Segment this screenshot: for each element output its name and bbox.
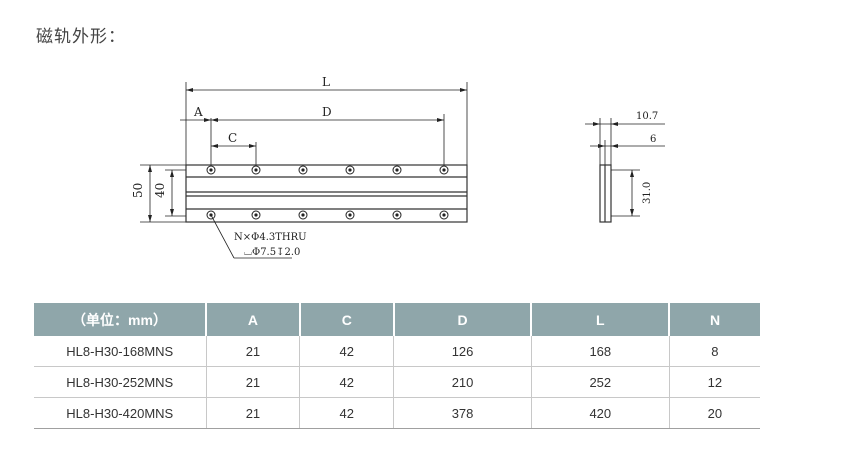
table-row: HL8-H30-252MNS 21 42 210 252 12 bbox=[34, 366, 760, 398]
value-cell-L: 168 bbox=[531, 336, 670, 367]
section-title: 磁轨外形： bbox=[36, 27, 126, 47]
value-cell-N: 8 bbox=[669, 336, 760, 367]
dim-label-50: 50 bbox=[131, 183, 145, 198]
side-dim-label-10-7: 10.7 bbox=[636, 111, 658, 122]
rail-body bbox=[185, 164, 468, 223]
value-cell-N: 12 bbox=[669, 366, 760, 398]
dim-label-A: A bbox=[193, 105, 203, 119]
model-cell: HL8-H30-168MNS bbox=[34, 336, 207, 367]
rail-side-view bbox=[599, 164, 612, 223]
spec-table-header-row: （单位：mm） A C D L N bbox=[34, 303, 760, 336]
hole-note-line1: N×Φ4.3THRU bbox=[234, 232, 307, 243]
table-row: HL8-H30-168MNS 21 42 126 168 8 bbox=[34, 336, 760, 367]
side-dim-label-31: 31.0 bbox=[642, 182, 653, 204]
value-cell-D: 210 bbox=[393, 366, 532, 398]
rail-outline-drawing: L D A C 50 40 N×Φ4.3THRU ⌴Φ7.5↧2.0 10.7 … bbox=[131, 75, 665, 259]
model-cell: HL8-H30-252MNS bbox=[34, 366, 207, 398]
value-cell-C: 42 bbox=[299, 397, 395, 429]
value-cell-D: 378 bbox=[393, 397, 532, 429]
value-cell-A: 21 bbox=[206, 366, 301, 398]
hole-note-leader bbox=[210, 214, 292, 259]
value-cell-N: 20 bbox=[669, 397, 760, 429]
value-cell-C: 42 bbox=[299, 366, 395, 398]
side-dim-label-6: 6 bbox=[650, 134, 656, 145]
dim-label-L: L bbox=[322, 75, 330, 89]
value-cell-C: 42 bbox=[299, 336, 395, 367]
value-cell-A: 21 bbox=[206, 397, 301, 429]
value-cell-L: 252 bbox=[531, 366, 670, 398]
header-D: D bbox=[393, 303, 533, 336]
dim-label-C: C bbox=[228, 131, 237, 145]
value-cell-D: 126 bbox=[393, 336, 532, 367]
header-L: L bbox=[531, 303, 671, 336]
table-row: HL8-H30-420MNS 21 42 378 420 20 bbox=[34, 397, 760, 429]
header-unit: （单位：mm） bbox=[34, 303, 207, 336]
header-A: A bbox=[206, 303, 301, 336]
dim-label-D: D bbox=[322, 105, 332, 119]
value-cell-A: 21 bbox=[206, 336, 301, 367]
model-cell: HL8-H30-420MNS bbox=[34, 397, 207, 429]
header-N: N bbox=[669, 303, 760, 336]
value-cell-L: 420 bbox=[531, 397, 670, 429]
header-C: C bbox=[299, 303, 395, 336]
hole-note-line2: ⌴Φ7.5↧2.0 bbox=[244, 247, 300, 258]
dim-label-40: 40 bbox=[153, 183, 167, 198]
spec-table: （单位：mm） A C D L N HL8-H30-168MNS 21 42 1… bbox=[34, 303, 760, 429]
